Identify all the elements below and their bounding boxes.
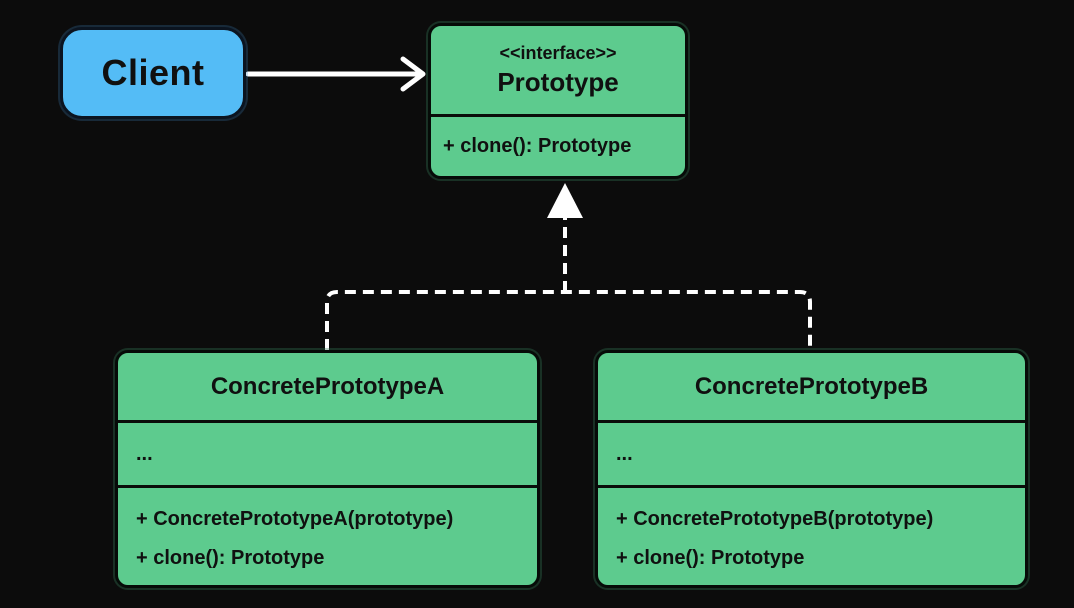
class-methods-section: + ConcretePrototypeA(prototype) + clone(… [118,485,537,585]
method-label: + ConcretePrototypeA(prototype) [136,508,454,530]
class-name: ConcretePrototypeA [210,372,445,400]
client-label: Client [101,52,205,93]
method-label: + clone(): Prototype [616,547,805,569]
realization-branches [325,290,812,350]
prototype-methods-section: + clone(): Prototype [431,114,685,176]
class-title: ConcretePrototypeA [118,353,537,420]
class-attributes-section: ... [118,420,537,485]
class-methods-section: + ConcretePrototypeB(prototype) + clone(… [598,485,1025,585]
arrowhead-icon [400,56,426,92]
concrete-prototype-a-node: ConcretePrototypeA ... + ConcretePrototy… [115,350,540,588]
stereotype-label: <<interface>> [499,42,617,63]
client-node: Client [60,27,246,119]
attribute-label: ... [136,442,153,465]
class-title: ConcretePrototypeB [598,353,1025,420]
prototype-header: <<interface>> Prototype [431,26,685,114]
interface-name: Prototype [497,66,619,97]
class-name: ConcretePrototypeB [694,372,929,400]
method-label: + clone(): Prototype [443,135,632,157]
realization-triangle-icon [547,183,583,218]
attribute-label: ... [616,442,633,465]
class-attributes-section: ... [598,420,1025,485]
method-label: + clone(): Prototype [136,547,325,569]
concrete-prototype-b-node: ConcretePrototypeB ... + ConcretePrototy… [595,350,1028,588]
prototype-interface-node: <<interface>> Prototype + clone(): Proto… [428,23,688,179]
method-label: + ConcretePrototypeB(prototype) [616,508,934,530]
